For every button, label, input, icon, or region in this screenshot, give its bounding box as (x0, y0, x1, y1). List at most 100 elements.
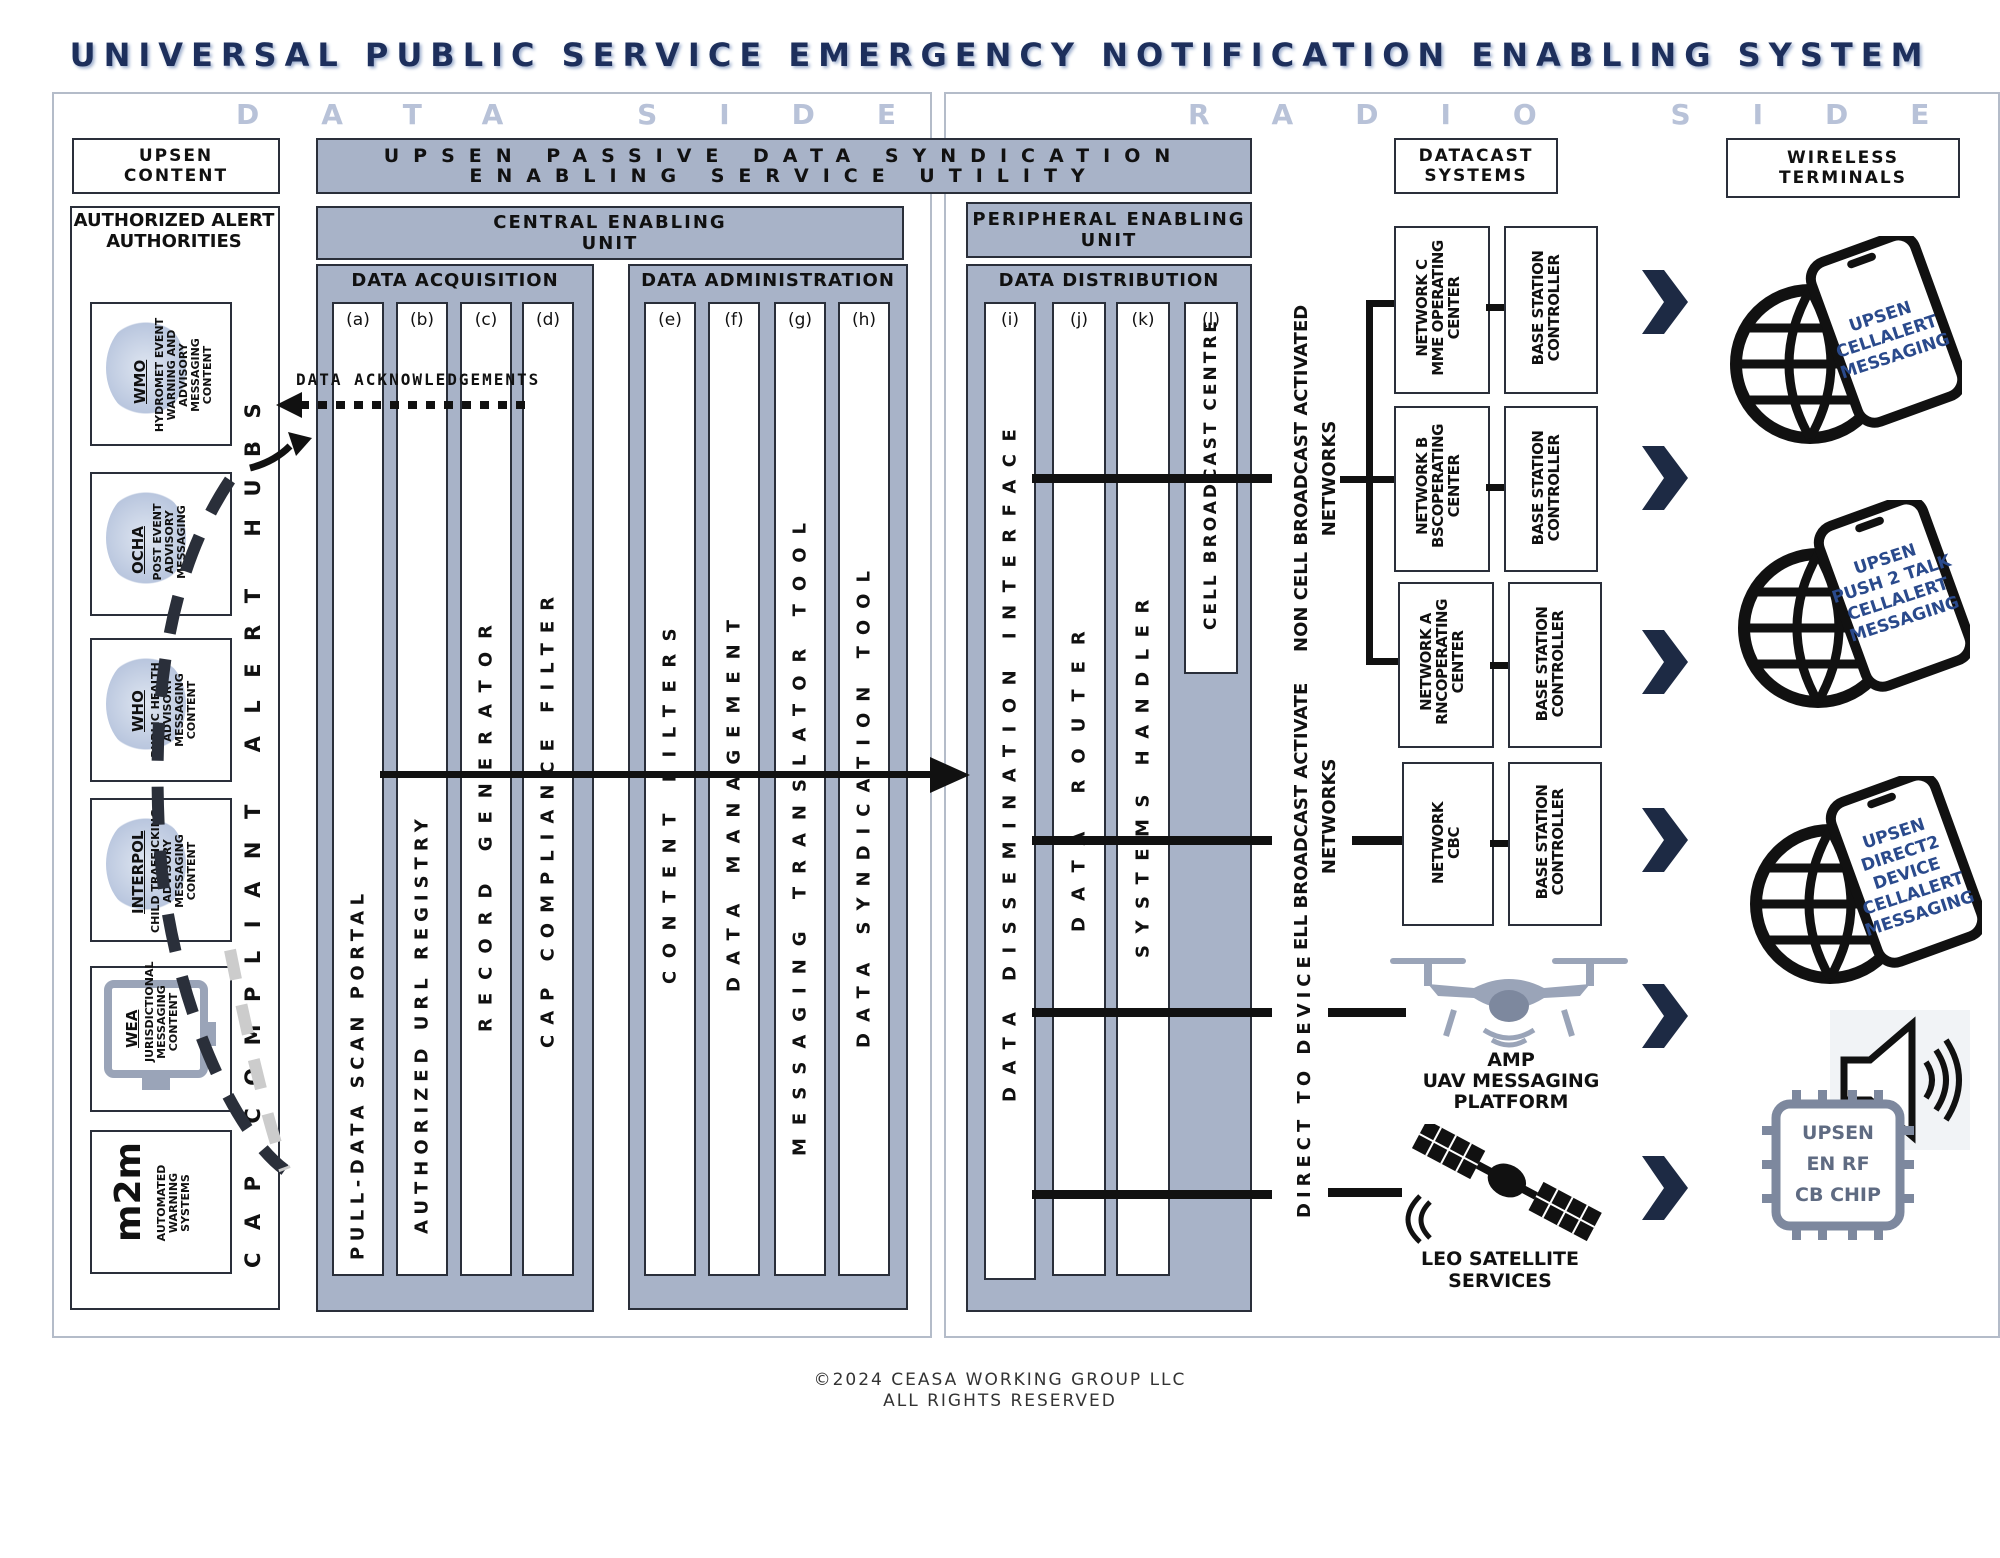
network-line3: CENTER (1449, 630, 1467, 694)
network-label: NETWORK A RNCOPERATING CENTER (1417, 594, 1467, 730)
column-data-management[interactable]: (f) DATA MANAGEMENT (708, 302, 760, 1276)
data-side-label: DATA SIDE (236, 98, 959, 131)
non-cb-line1: NON CELL BROADCAST ACTIVATED (1291, 304, 1312, 652)
column-letter: (h) (851, 310, 877, 330)
datacast-line2: SYSTEMS (1424, 166, 1528, 186)
column-label: AUTHORIZED URL REGISTRY (411, 813, 433, 1234)
network-line1: NETWORK B (1413, 437, 1431, 535)
column-data-router[interactable]: (j) DATA ROUTER (1052, 302, 1106, 1276)
base-station-controller-c[interactable]: BASE STATION CONTROLLER (1504, 226, 1598, 394)
content-line2: CONTENT (123, 166, 229, 186)
base-station-controller-a[interactable]: BASE STATION CONTROLLER (1508, 582, 1602, 748)
peripheral-line2: UNIT (1080, 230, 1138, 251)
connector (1486, 304, 1504, 311)
authority-card-m2m[interactable]: m2m AUTOMATED WARNING SYSTEMS (90, 1130, 232, 1274)
base-station-controller-cbc[interactable]: BASE STATION CONTROLLER (1508, 762, 1602, 926)
authority-card-who[interactable]: WHO PUBLIC HEALTH ADVISORY MESSAGING CON… (90, 638, 232, 782)
network-label: NETWORK CBC (1429, 798, 1463, 888)
connector (1366, 658, 1398, 665)
acknowledgements-arrow (276, 392, 534, 418)
column-systems-handler[interactable]: (k) SYSTEMS HANDLER (1116, 302, 1170, 1276)
column-pull-data-scan-portal[interactable]: (a) PULL-DATA SCAN PORTAL (332, 302, 384, 1276)
authority-card-wmo[interactable]: WMO HYDROMET EVENT WARNING AND ADVISORY … (90, 302, 232, 446)
datacast-line1: DATACAST (1418, 146, 1534, 166)
uav-label: AMP UAV MESSAGING PLATFORM (1366, 1050, 1656, 1113)
column-letter: (i) (1001, 310, 1019, 330)
column-cell-broadcast-centre[interactable]: (l) CELL BROADCAST CENTRE (1184, 302, 1238, 674)
controller-label: BASE STATION CONTROLLER (1533, 782, 1567, 902)
column-data-syndication-tool[interactable]: (h) DATA SYNDICATION TOOL (838, 302, 890, 1276)
authority-org: WMO (131, 359, 149, 404)
connector (1032, 474, 1272, 483)
inbound-arrow (249, 432, 312, 472)
column-label: CAP COMPLIANCE FILTER (537, 586, 559, 1048)
un-emblem-icon (106, 654, 186, 754)
terminals-line2: TERMINALS (1778, 168, 1907, 188)
network-c-box[interactable]: NETWORK C MME OPERATING CENTER (1394, 226, 1490, 394)
network-line3: CENTER (1445, 276, 1463, 340)
copyright: ©2024 CEASA WORKING GROUP LLC (813, 1370, 1187, 1390)
content-line1: UPSEN (138, 146, 214, 166)
wireless-terminals-header: WIRELESS TERMINALS (1726, 138, 1960, 198)
group-title: DATA ACQUISITION (351, 270, 559, 291)
authorities-title-line2: AUTHORITIES (106, 231, 242, 252)
connector (1366, 300, 1398, 307)
column-messaging-translator-tool[interactable]: (g) MESSAGING TRANSLATOR TOOL (774, 302, 826, 1276)
network-b-box[interactable]: NETWORK B BSCOPERATING CENTER (1394, 406, 1490, 572)
controller-label: BASE STATION CONTROLLER (1529, 428, 1563, 548)
network-label: NETWORK B BSCOPERATING CENTER (1413, 418, 1463, 554)
column-letter: (a) (346, 310, 370, 330)
column-letter: (e) (658, 310, 682, 330)
direct-to-device-label: DIRECT TO DEVICE (1294, 951, 1315, 1218)
network-cbc-box[interactable]: NETWORK CBC (1402, 762, 1494, 926)
column-authorized-url-registry[interactable]: (b) AUTHORIZED URL REGISTRY (396, 302, 448, 1276)
column-data-dissemination-interface[interactable]: (i) DATA DISSEMINATION INTERFACE (984, 302, 1036, 1280)
connector (1490, 840, 1508, 847)
column-cap-compliance-filter[interactable]: (d) CAP COMPLIANCE FILTER (522, 302, 574, 1276)
rights-reserved: ALL RIGHTS RESERVED (883, 1391, 1117, 1411)
connector (1328, 1008, 1406, 1017)
connector (1490, 662, 1508, 669)
column-content-filters[interactable]: (e) CONTENT FILTERS (644, 302, 696, 1276)
authority-card-ocha[interactable]: OCHA POST EVENT ADVISORY MESSAGING (90, 472, 232, 616)
chip-line: CB CHIP (1795, 1184, 1881, 1206)
column-record-generator[interactable]: (c) RECORD GENERATOR (460, 302, 512, 1276)
column-label: DATA DISSEMINATION INTERFACE (999, 416, 1021, 1102)
central-enabling-unit: CENTRAL ENABLING UNIT (316, 206, 904, 260)
column-label: DATA ROUTER (1068, 615, 1090, 932)
connector (1486, 484, 1504, 491)
controller-line1: BASE STATION (1533, 606, 1551, 722)
acknowledgements-label: DATA ACKNOWLEDGEMENTS (296, 370, 541, 389)
chevron-right-icon (1642, 446, 1688, 510)
column-letter: (k) (1131, 310, 1155, 330)
connector (1352, 836, 1402, 845)
controller-label: BASE STATION CONTROLLER (1533, 604, 1567, 724)
peripheral-enabling-unit: PERIPHERAL ENABLING UNIT (966, 202, 1252, 258)
chip-icon (1762, 1090, 1914, 1240)
central-line2: UNIT (581, 233, 639, 254)
authorities-title: AUTHORIZED ALERT AUTHORITIES (72, 210, 276, 252)
globe-phone-icon (1738, 500, 1970, 708)
monitor-icon (104, 980, 216, 1090)
network-a-box[interactable]: NETWORK A RNCOPERATING CENTER (1398, 582, 1494, 748)
uav-line1: AMP (1487, 1049, 1535, 1071)
drone-icon (1390, 958, 1628, 1048)
radio-side-panel (944, 92, 2000, 1338)
connector (1032, 836, 1272, 845)
chip-line: EN RF (1806, 1153, 1870, 1175)
authorities-title-line1: AUTHORIZED ALERT (73, 210, 275, 231)
connector (1032, 1190, 1272, 1199)
page-title: UNIVERSAL PUBLIC SERVICE EMERGENCY NOTIF… (69, 36, 1931, 74)
base-station-controller-b[interactable]: BASE STATION CONTROLLER (1504, 406, 1598, 572)
non-cb-networks-label: NON CELL BROADCAST ACTIVATED NETWORKS (1288, 305, 1344, 652)
column-label: PULL-DATA SCAN PORTAL (347, 888, 369, 1260)
column-letter: (l) (1202, 310, 1220, 330)
interpol-emblem-icon (106, 814, 186, 914)
chevron-right-icon (1642, 808, 1688, 872)
chevron-right-icon (1642, 984, 1688, 1048)
network-line2: CBC (1445, 827, 1463, 859)
data-side-panel (52, 92, 932, 1338)
collection-curve (151, 476, 291, 1175)
connector (1328, 1188, 1402, 1197)
authority-card-wea[interactable]: WEA JURISDICTIONAL MESSAGING CONTENT (90, 962, 232, 1112)
